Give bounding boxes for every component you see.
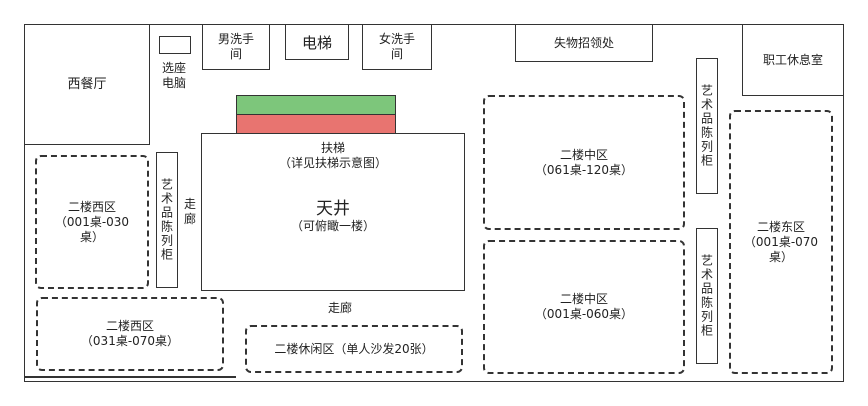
- atrium-note: （可俯瞰一楼）: [290, 218, 375, 233]
- art-display-right-bottom-label: 艺术品陈列柜: [699, 254, 714, 338]
- middle-zone-b: 二楼中区 （001桌-060桌）: [483, 240, 685, 374]
- mens-restroom: 男洗手 间: [202, 24, 270, 70]
- west-zone-a-seats: （001桌-030 桌）: [54, 214, 130, 244]
- east-zone: 二楼东区 （001桌-070 桌）: [729, 110, 833, 374]
- middle-zone-a-seats: （061桌-120桌）: [534, 162, 634, 177]
- mens-restroom-label: 男洗手 间: [217, 32, 254, 61]
- seat-select-computer-label: 选座 电脑: [152, 58, 196, 94]
- middle-zone-b-title: 二楼中区: [559, 292, 608, 306]
- lounge-zone-label: 二楼休闲区（单人沙发20张）: [274, 341, 434, 356]
- seat-select-computer-text: 选座 电脑: [161, 61, 186, 90]
- escalator-note: （详见扶梯示意图）: [278, 156, 387, 170]
- lost-and-found: 失物招领处: [515, 24, 653, 62]
- staff-lounge: 职工休息室: [742, 24, 844, 96]
- west-zone-b: 二楼西区 （031桌-070桌）: [36, 297, 224, 371]
- womens-restroom: 女洗手 间: [362, 24, 432, 70]
- middle-zone-b-seats: （001桌-060桌）: [534, 307, 634, 321]
- outline-step: [24, 376, 236, 378]
- escalator-down-bar: [236, 114, 396, 134]
- atrium: 扶梯 （详见扶梯示意图） 天井 （可俯瞰一楼）: [201, 133, 465, 291]
- computer-icon: [159, 36, 191, 54]
- womens-restroom-label: 女洗手 间: [378, 32, 415, 61]
- staff-lounge-label: 职工休息室: [762, 52, 823, 67]
- building-outline: [24, 24, 844, 382]
- art-display-right-bottom: 艺术品陈列柜: [696, 228, 718, 364]
- corridor-left-label: 走 廊: [183, 197, 196, 226]
- art-display-left: 艺术品陈列柜: [156, 152, 178, 288]
- east-zone-title: 二楼东区: [756, 219, 805, 234]
- atrium-title: 天井: [316, 198, 350, 219]
- art-display-right-top-label: 艺术品陈列柜: [699, 84, 714, 168]
- east-zone-seats: （001桌-070 桌）: [743, 234, 819, 264]
- west-zone-a: 二楼西区 （001桌-030 桌）: [35, 155, 149, 289]
- middle-zone-a-title: 二楼中区: [559, 147, 608, 162]
- escalator-label: 扶梯 （详见扶梯示意图）: [202, 140, 464, 172]
- west-zone-a-title: 二楼西区: [67, 199, 116, 214]
- escalator-title: 扶梯: [320, 141, 345, 155]
- lost-and-found-label: 失物招领处: [553, 35, 614, 50]
- corridor-bottom-label: 走廊: [327, 300, 352, 315]
- west-zone-b-title: 二楼西区: [105, 319, 154, 333]
- elevator-label: 电梯: [301, 33, 332, 52]
- lounge-zone: 二楼休闲区（单人沙发20张）: [245, 325, 463, 373]
- middle-zone-a: 二楼中区 （061桌-120桌）: [483, 95, 685, 230]
- elevator: 电梯: [285, 24, 349, 60]
- art-display-right-top: 艺术品陈列柜: [696, 58, 718, 194]
- corridor-bottom: 走廊: [315, 298, 365, 318]
- art-display-left-label: 艺术品陈列柜: [159, 178, 174, 262]
- atrium-label: 天井 （可俯瞰一楼）: [202, 196, 464, 236]
- west-restaurant-label: 西餐厅: [67, 76, 107, 92]
- west-restaurant: 西餐厅: [24, 24, 150, 145]
- escalator-up-bar: [236, 95, 396, 115]
- corridor-left: 走 廊: [180, 192, 200, 232]
- west-zone-b-seats: （031桌-070桌）: [80, 334, 180, 348]
